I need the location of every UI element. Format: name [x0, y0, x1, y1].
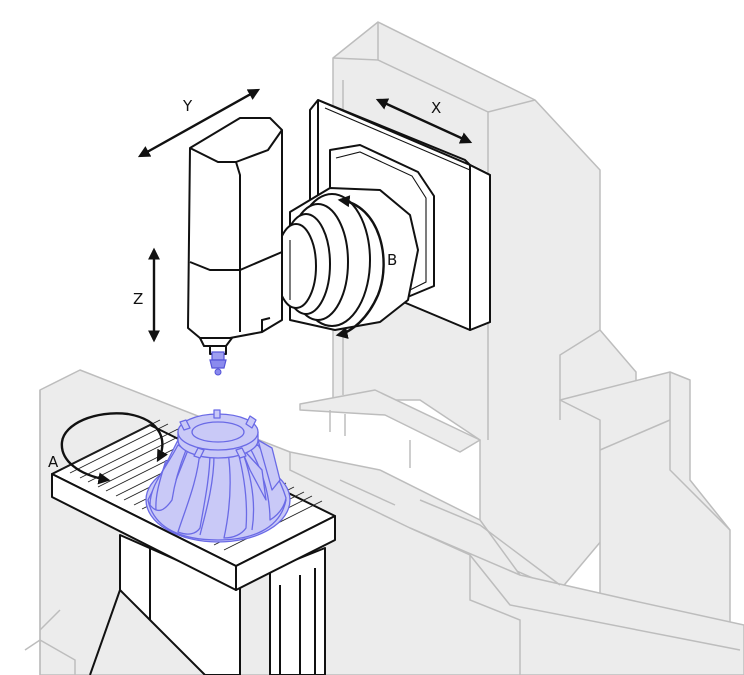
- z-ram: [187, 117, 283, 355]
- a-axis-arrow: [60, 412, 168, 485]
- cutting-tool: [209, 351, 227, 376]
- x-axis-label: X: [431, 99, 441, 117]
- impeller-workpiece: [145, 409, 291, 543]
- b-axis-arrow: [335, 195, 385, 339]
- y-axis-arrow: [137, 88, 261, 158]
- z-axis-label: Z: [133, 290, 143, 308]
- b-axis-rotary-head: [275, 187, 419, 331]
- a-axis-label: A: [48, 453, 59, 471]
- y-axis-label: Y: [182, 97, 193, 115]
- x-axis-arrow: [375, 98, 473, 144]
- b-axis-label: B: [387, 251, 397, 269]
